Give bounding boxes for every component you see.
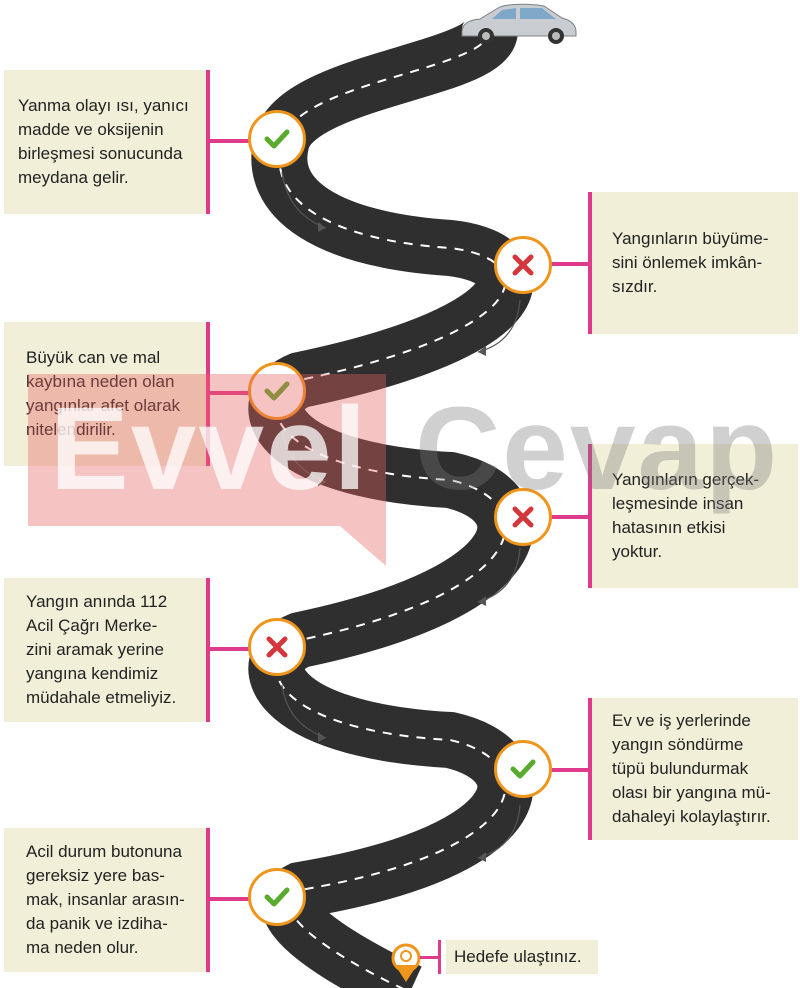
- connector-line-6: [550, 768, 590, 772]
- car-icon: [461, 3, 577, 44]
- statement-box-5: Yangın anında 112 Acil Çağrı Merke- zini…: [4, 578, 208, 722]
- connector-line-4: [550, 515, 590, 519]
- check-icon: [510, 759, 536, 779]
- answer-mark-1: [248, 110, 306, 168]
- statement-text-5: Yangın anında 112 Acil Çağrı Merke- zini…: [26, 592, 177, 707]
- connector-line-5: [206, 647, 250, 651]
- statement-box-4: Yangınların gerçek- leşmesinde insan hat…: [590, 444, 798, 588]
- statement-text-7: Acil durum butonuna gereksiz yere bas- m…: [26, 842, 185, 957]
- statement-text-6: Ev ve iş yerlerinde yangın söndürme tüpü…: [612, 711, 771, 826]
- connector-line-3: [206, 391, 250, 395]
- statement-box-3: Büyük can ve mal kaybına neden olan yang…: [4, 322, 208, 466]
- answer-mark-7: [248, 868, 306, 926]
- statement-box-1: Yanma olayı ısı, yanıcı madde ve oksijen…: [4, 70, 208, 214]
- statement-box-7: Acil durum butonuna gereksiz yere bas- m…: [4, 828, 208, 972]
- cross-icon: [512, 254, 534, 276]
- answer-mark-2: [494, 236, 552, 294]
- connector-bar-6: [588, 698, 592, 840]
- statement-box-6: Ev ve iş yerlerinde yangın söndürme tüpü…: [590, 698, 798, 840]
- cross-icon: [512, 506, 534, 528]
- cross-icon: [266, 636, 288, 658]
- answer-mark-5: [248, 618, 306, 676]
- goal-connector-line: [420, 956, 440, 959]
- location-pin-icon: [391, 943, 421, 982]
- check-icon: [264, 381, 290, 401]
- statement-text-1: Yanma olayı ısı, yanıcı madde ve oksijen…: [18, 96, 189, 187]
- arrow-heads: [318, 222, 486, 862]
- statement-text-3: Büyük can ve mal kaybına neden olan yang…: [26, 348, 181, 439]
- statement-text-2: Yangınların büyüme- sini önlemek imkân- …: [612, 229, 769, 296]
- connector-bar-2: [588, 192, 592, 334]
- check-icon: [264, 887, 290, 907]
- check-icon: [264, 129, 290, 149]
- statement-text-4: Yangınların gerçek- leşmesinde insan hat…: [612, 470, 760, 561]
- road-center-line: [275, 29, 507, 988]
- answer-mark-4: [494, 488, 552, 546]
- winding-road: [248, 18, 534, 988]
- answer-mark-6: [494, 740, 552, 798]
- connector-line-1: [206, 139, 250, 143]
- connector-bar-4: [588, 444, 592, 588]
- answer-mark-3: [248, 362, 306, 420]
- statement-box-2: Yangınların büyüme- sini önlemek imkân- …: [590, 192, 798, 334]
- connector-line-7: [206, 897, 250, 901]
- connector-line-2: [550, 262, 590, 266]
- goal-label: Hedefe ulaştınız.: [446, 940, 598, 974]
